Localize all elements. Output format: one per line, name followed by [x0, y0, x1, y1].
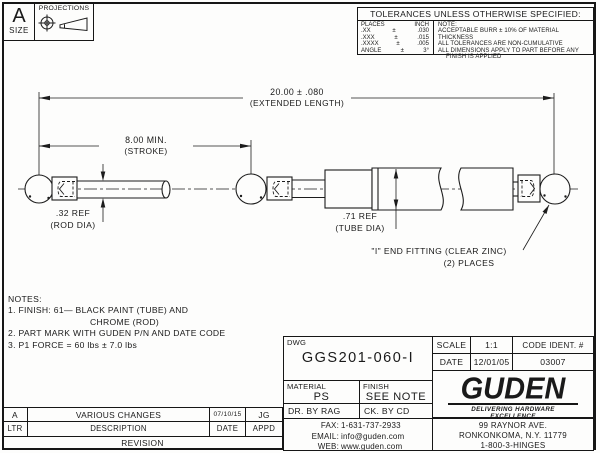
label-end-fitting: "I" END FITTING (CLEAR ZINC): [362, 246, 516, 258]
note-3: 3. P1 FORCE = 60 lbs ± 7.0 lbs: [8, 339, 138, 350]
rev-footer: REVISION: [2, 435, 283, 450]
dwg-number: GGS201-060-I: [301, 350, 415, 366]
note-line: FINISH IS APPLIED: [446, 54, 502, 61]
right-ball-fitting: [513, 173, 571, 205]
date-value: 12/01/05: [470, 353, 513, 371]
notes-block: NOTES: 1. FINISH: 61— BLACK PAINT (TUBE)…: [8, 294, 278, 351]
notes-title: NOTES:: [8, 294, 42, 304]
fax-value: 1-631-737-2933: [341, 421, 401, 430]
material-label: MATERIAL: [287, 382, 327, 391]
rev-header-date: DATE: [209, 421, 246, 436]
note-line: ALL DIMENSIONS APPLY TO PART BEFORE ANY: [438, 47, 579, 54]
guden-logo: GUDEN: [460, 372, 566, 406]
tolerances-title: TOLERANCES UNLESS OTHERWISE SPECIFIED:: [358, 8, 593, 21]
rev-appd: JG: [245, 407, 283, 422]
revision-header-row: LTR DESCRIPTION DATE APPD: [2, 421, 283, 436]
date-label: DATE: [432, 353, 471, 371]
tolerance-row: .XX±.030: [361, 28, 429, 35]
address-line1: 99 RAYNOR AVE.: [478, 421, 548, 430]
tube-dia-label: (TUBE DIA): [335, 222, 385, 233]
revision-table: A VARIOUS CHANGES 07/10/15 JG LTR DESCRI…: [2, 407, 283, 450]
scale-label: SCALE: [432, 336, 471, 354]
logo-box: GUDEN DELIVERING HARDWARE EXCELLENCE: [432, 370, 594, 420]
tolerance-row: ANGLE±3°: [361, 47, 429, 54]
email-value: info@guden.com: [341, 431, 405, 441]
dim-stroke: 8.00 MIN. (STROKE): [99, 135, 193, 157]
web-value: www.guden.com: [341, 442, 403, 451]
rod-side-ball-fitting: [235, 173, 325, 205]
revision-footer-row: REVISION: [2, 435, 283, 450]
note-label: NOTE:: [438, 22, 457, 28]
extended-length-value: 20.00 ± .080: [270, 87, 324, 97]
code-ident-value: 03007: [512, 353, 594, 371]
third-angle-target-icon: [38, 14, 56, 32]
fax-label: FAX:: [320, 421, 340, 430]
places-header: PLACES: [361, 22, 385, 28]
address-line3: 1-800-3-HINGES: [480, 441, 546, 451]
rod-dia-value: .32 REF: [55, 208, 91, 218]
rev-header-ltr: LTR: [2, 421, 28, 436]
note-line: ALL TOLERANCES ARE NON-CUMULATIVE: [438, 41, 563, 48]
finish-box: FINISH SEE NOTE: [359, 380, 433, 404]
tube-dia-value: .71 REF: [342, 211, 378, 221]
note-1b: CHROME (ROD): [90, 316, 160, 327]
size-box: A SIZE: [4, 4, 35, 41]
end-fitting-line1: "I" END FITTING (CLEAR ZINC): [371, 246, 507, 256]
tolerance-places-column: PLACES INCH .XX±.030 .XXX±.015 .XXXX±.005…: [358, 21, 434, 55]
rod-dia-label: (ROD DIA): [50, 219, 96, 230]
note-line: ACCEPTABLE BURR ± 10% OF MATERIAL THICKN…: [438, 28, 559, 41]
stroke-label: (STROKE): [124, 146, 168, 156]
dim-extended-length: 20.00 ± .080 (EXTENDED LENGTH): [243, 87, 351, 109]
dwg-label: DWG: [287, 338, 307, 347]
finish-value: SEE NOTE: [365, 391, 427, 403]
rod-dia-leader: [100, 164, 106, 222]
address-line2: RONKONKOMA, N.Y. 11779: [458, 431, 568, 441]
rev-header-appd: APPD: [245, 421, 283, 436]
code-ident-label: CODE IDENT. #: [512, 336, 594, 354]
note-1: 1. FINISH: 61— BLACK PAINT (TUBE) AND: [8, 305, 189, 316]
stroke-value: 8.00 MIN.: [125, 135, 167, 145]
extended-length-label: (EXTENDED LENGTH): [249, 98, 345, 108]
tolerance-note-column: NOTE: ACCEPTABLE BURR ± 10% OF MATERIAL …: [434, 21, 593, 60]
left-ball-fitting: [24, 174, 78, 204]
rev-header-description: DESCRIPTION: [27, 421, 210, 436]
rev-date: 07/10/15: [209, 407, 246, 422]
rev-ltr: A: [2, 407, 28, 422]
end-fitting-line2: (2) PLACES: [443, 258, 495, 268]
tolerance-row: .XXXX±.005: [361, 41, 429, 48]
label-tube-dia: .71 REF (TUBE DIA): [328, 211, 392, 234]
tolerance-row: .XXX±.015: [361, 34, 429, 41]
note-2: 2. PART MARK WITH GUDEN P/N AND DATE COD…: [8, 328, 226, 339]
checked-by-box: CK. BY CD: [359, 403, 433, 419]
material-value: PS: [313, 391, 330, 403]
tube-dia-leader: [393, 169, 399, 229]
address-box: 99 RAYNOR AVE. RONKONKOMA, N.Y. 11779 1-…: [432, 418, 594, 451]
piston-rod: [77, 180, 171, 199]
projections-box: PROJECTIONS: [35, 4, 94, 41]
guden-tagline: DELIVERING HARDWARE EXCELLENCE: [448, 403, 578, 420]
label-end-fitting-places: (2) PLACES: [430, 258, 508, 270]
rev-description: VARIOUS CHANGES: [27, 407, 210, 422]
label-rod-dia: .32 REF (ROD DIA): [42, 208, 104, 231]
dwg-box: DWG GGS201-060-I: [283, 336, 433, 381]
material-box: MATERIAL PS: [283, 380, 360, 404]
scale-value: 1:1: [470, 336, 513, 354]
cylinder-tube: [324, 167, 514, 211]
projections-label: PROJECTIONS: [38, 5, 90, 12]
cone-projection-icon: [59, 17, 88, 32]
end-fitting-leader: [522, 204, 550, 251]
email-label: EMAIL:: [311, 431, 340, 441]
sheet-size-letter: A: [12, 5, 26, 27]
web-label: WEB:: [317, 442, 340, 451]
drawn-by-box: DR. BY RAG: [283, 403, 360, 419]
finish-label: FINISH: [363, 382, 390, 391]
revision-row: A VARIOUS CHANGES 07/10/15 JG: [2, 407, 283, 422]
sheet-size-label: SIZE: [9, 26, 29, 35]
dim-arrowheads: [39, 95, 554, 149]
inch-header: INCH: [414, 22, 429, 28]
tolerances-box: TOLERANCES UNLESS OTHERWISE SPECIFIED: P…: [357, 7, 594, 60]
contact-box: FAX:1-631-737-2933 EMAIL:info@guden.com …: [283, 418, 433, 451]
